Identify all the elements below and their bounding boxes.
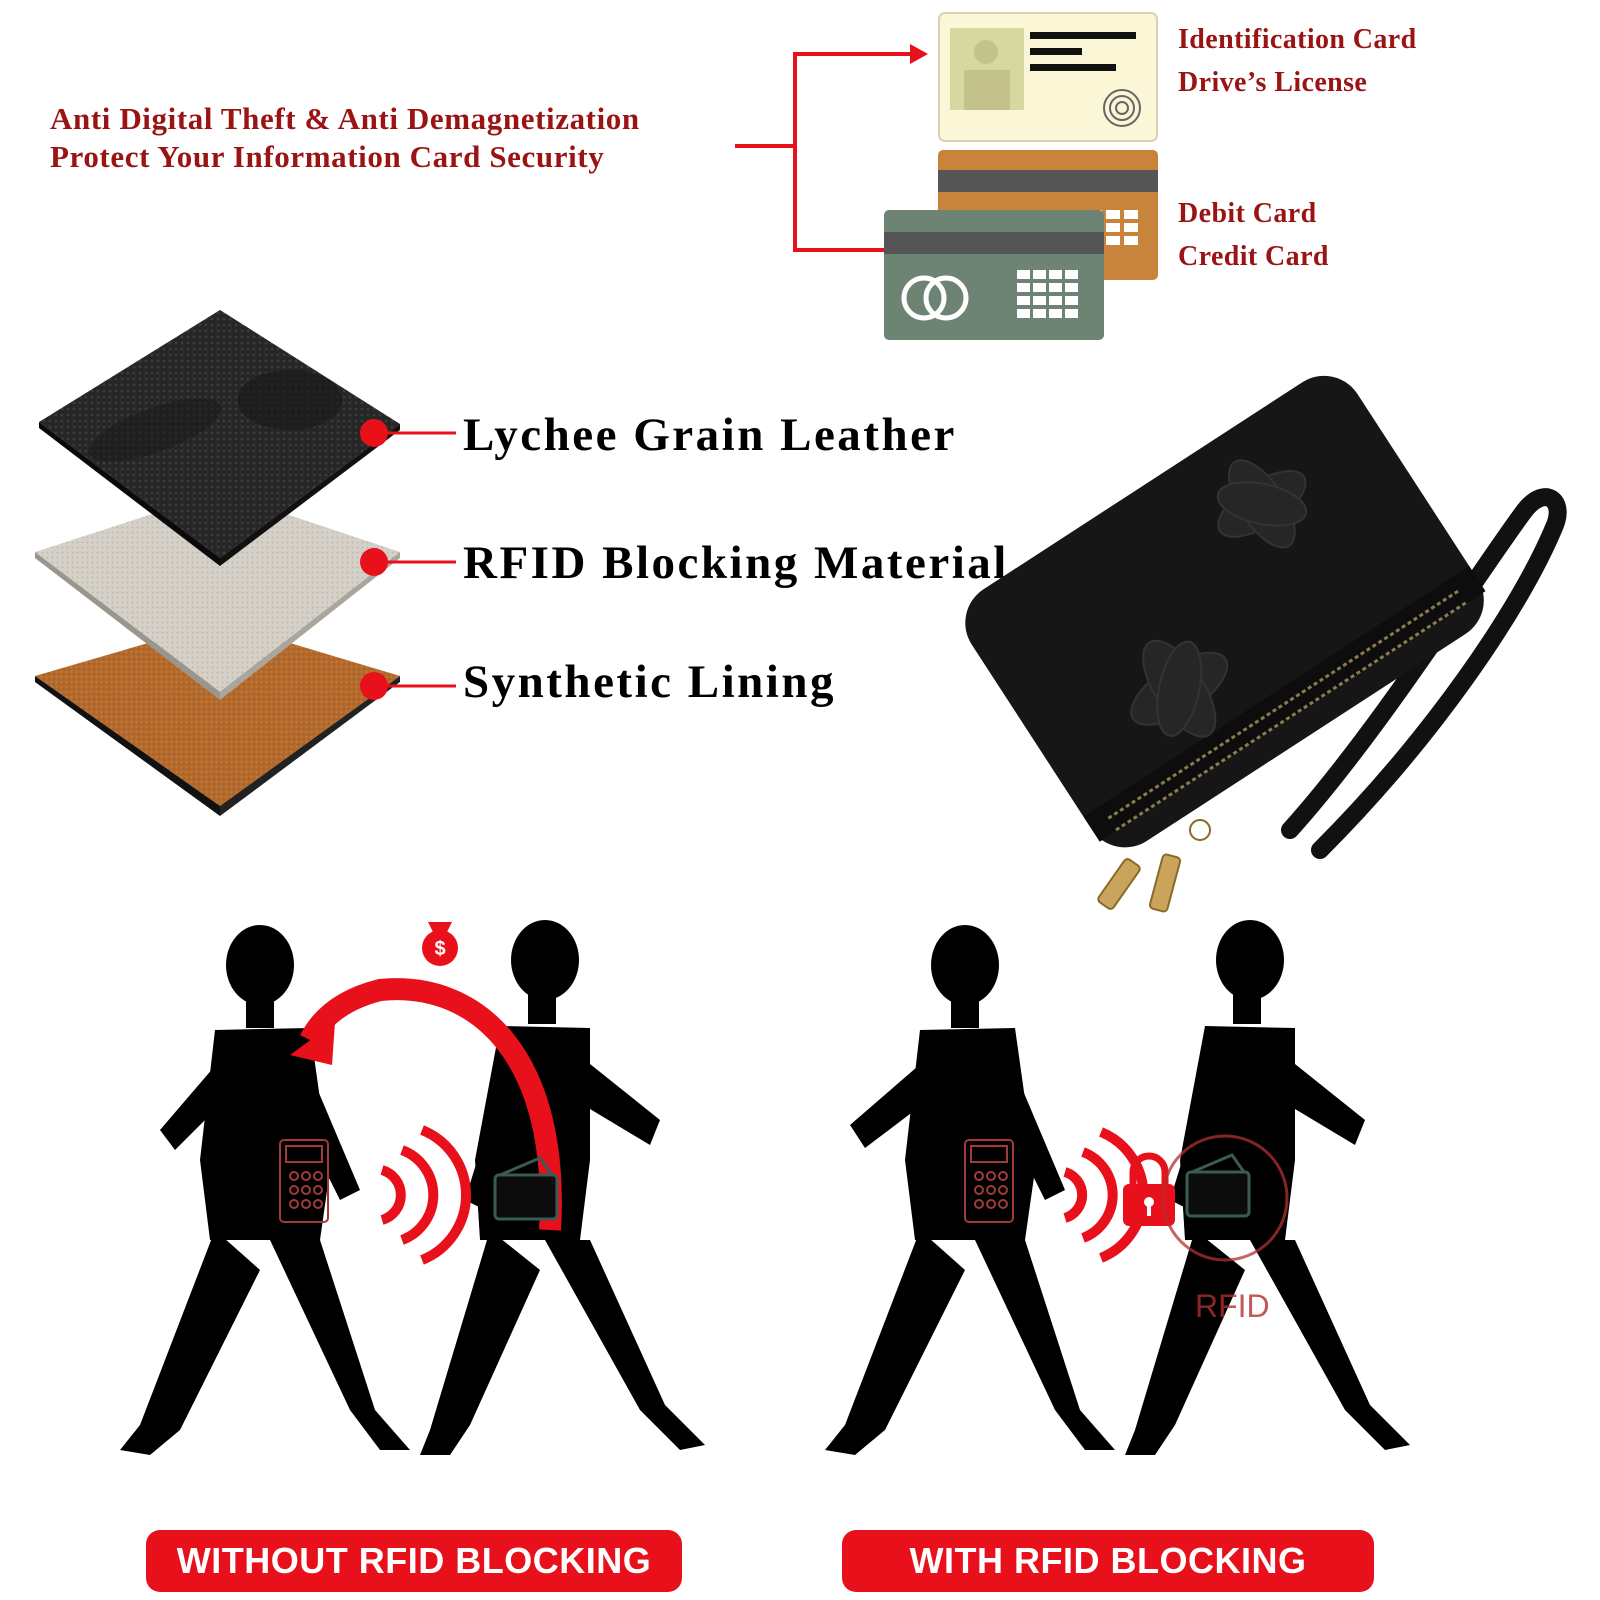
scene-without-rfid: $: [120, 920, 705, 1455]
headline-line-2: Protect Your Information Card Security: [50, 139, 605, 174]
bank-card-labels: Debit Card Credit Card: [1178, 192, 1329, 278]
svg-text:$: $: [434, 938, 445, 960]
id-card-icon: [938, 12, 1158, 142]
wallet-icon: [493, 1156, 559, 1221]
headline: Anti Digital Theft & Anti Demagnetizatio…: [50, 100, 640, 176]
id-card-label: Identification Card: [1178, 24, 1417, 55]
layer-label-leather: Lychee Grain Leather: [463, 409, 957, 461]
drivers-license-label: Drive’s License: [1178, 67, 1368, 98]
wallet-product-image: [965, 375, 1567, 913]
scene-with-rfid: [825, 920, 1410, 1455]
card-reader-icon: [964, 1139, 1014, 1223]
credit-card-icon: [884, 210, 1104, 340]
rfid-stamp-text: RFID: [1195, 1288, 1270, 1324]
layer-label-rfid: RFID Blocking Material: [463, 537, 1009, 589]
id-card-labels: Identification Card Drive’s License: [1178, 18, 1417, 104]
debit-card-label: Debit Card: [1178, 198, 1317, 229]
banner-with-rfid: WITH RFID BLOCKING: [842, 1530, 1374, 1592]
card-reader-icon: [279, 1139, 329, 1223]
banner-without-rfid: WITHOUT RFID BLOCKING: [146, 1530, 682, 1592]
material-layers: [35, 310, 400, 816]
money-bag-icon: $: [422, 922, 458, 966]
walker-left-silhouette: [825, 925, 1115, 1455]
signal-waves: [380, 1125, 472, 1265]
wallet-icon: [1185, 1153, 1251, 1218]
layer-pointers: [360, 419, 456, 700]
lychee-leather-layer: [39, 310, 400, 566]
rfid-blocking-layer: [35, 492, 400, 700]
layer-label-lining: Synthetic Lining: [463, 656, 836, 708]
credit-card-label: Credit Card: [1178, 241, 1329, 272]
padlock-icon: [1123, 1152, 1175, 1226]
synthetic-lining-layer: [35, 622, 400, 816]
headline-line-1: Anti Digital Theft & Anti Demagnetizatio…: [50, 101, 640, 136]
rfid-stamp-circle: [1161, 1134, 1289, 1262]
